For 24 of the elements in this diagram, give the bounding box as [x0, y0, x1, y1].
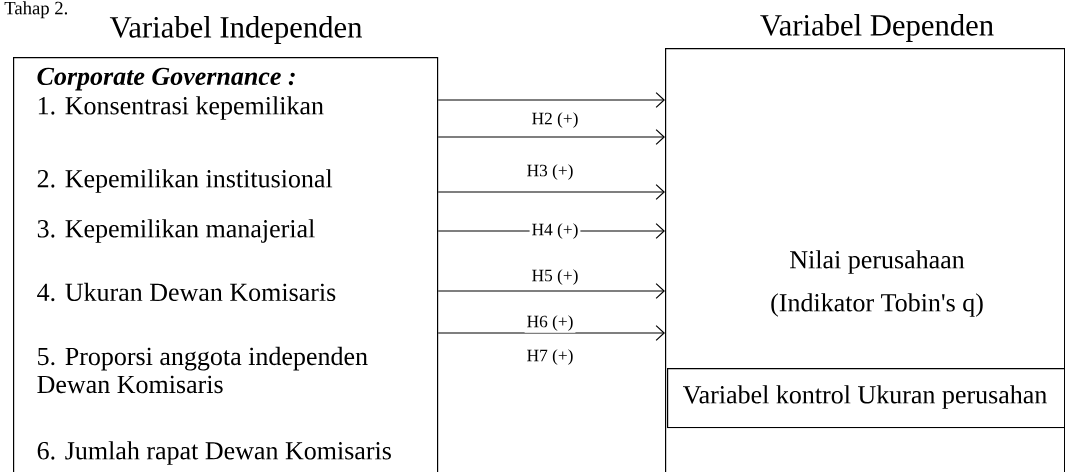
column-heading: Variabel Dependen: [760, 14, 994, 42]
box-text: Nilai perusahaan: [790, 250, 965, 274]
list-item: 5. Proporsi anggota independen Dewan Komisaris: [37, 346, 368, 394]
edge-label: H4 (+): [529, 221, 581, 241]
box-text: Variabel kontrol Ukuran perusahan: [683, 385, 1047, 409]
list-item: 2. Kepemilikan institusional: [37, 169, 333, 193]
list-item: 3. Kepemilikan manajerial: [37, 219, 315, 243]
box-text: (Indikator Tobin's q): [771, 293, 983, 317]
list-item: 1. Konsentrasi kepemilikan: [38, 96, 324, 120]
edge-label: H6 (+): [524, 313, 576, 333]
list-item: 6. Jumlah rapat Dewan Komisaris: [37, 441, 391, 465]
edge-label: H2 (+): [529, 110, 581, 130]
arrow: [437, 129, 665, 145]
note-text: Tahap 2.: [4, 1, 68, 19]
list-item: 4. Ukuran Dewan Komisaris: [37, 282, 336, 302]
hypothesis-label: H7 (+): [527, 349, 573, 365]
box-heading: Corporate Governance :: [37, 67, 295, 91]
arrow: [437, 92, 665, 108]
arrow: [437, 184, 665, 200]
edge-label: H3 (+): [524, 162, 576, 182]
arrow: [437, 283, 665, 299]
arrow: [437, 325, 665, 341]
edge-label: H5 (+): [529, 267, 581, 287]
column-heading: Variabel Independen: [109, 16, 362, 44]
